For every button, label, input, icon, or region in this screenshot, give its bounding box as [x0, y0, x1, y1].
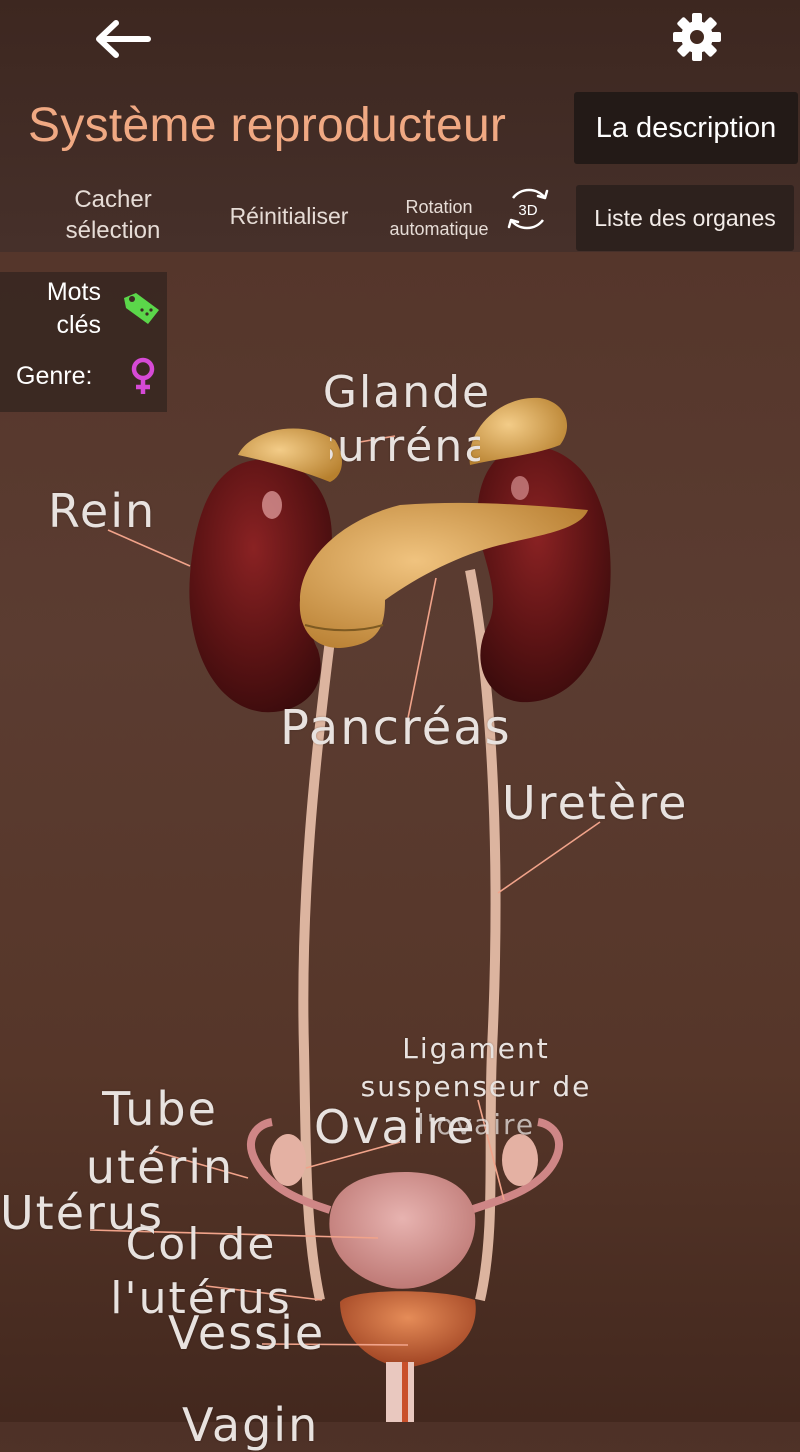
- organ-list-button[interactable]: Liste des organes: [576, 185, 794, 251]
- side-panel: Mots clés Genre:: [0, 272, 167, 412]
- label-adrenal-gland-line2: surrénale: [312, 421, 537, 472]
- ureter-right: [465, 569, 501, 1302]
- label-cervix-line2: l'utérus: [110, 1273, 292, 1324]
- top-bar: Système reproducteur La description Cach…: [0, 0, 800, 252]
- auto-rotate-label-line2: automatique: [389, 219, 489, 239]
- keywords-label-line2: clés: [56, 311, 101, 339]
- label-fallopian-tube-line1: Tube: [102, 1082, 218, 1136]
- hide-selection-button[interactable]: Cacher sélection: [48, 184, 178, 246]
- label-uterus[interactable]: Utérus: [0, 1186, 165, 1240]
- rotate-3d-badge: 3D: [518, 202, 537, 219]
- label-kidney[interactable]: Rein: [48, 484, 157, 538]
- page-title: Système reproducteur: [28, 99, 507, 152]
- pancreas: [299, 502, 588, 648]
- label-vagina[interactable]: Vagin: [182, 1398, 320, 1452]
- kidney-right: [477, 445, 611, 703]
- kidney-left: [189, 459, 332, 713]
- gender-toggle[interactable]: [128, 356, 158, 398]
- label-pancreas[interactable]: Pancréas: [280, 700, 512, 756]
- label-fallopian-tube[interactable]: Tube utérin: [84, 1080, 236, 1196]
- label-fallopian-tube-line2: utérin: [85, 1140, 235, 1194]
- label-ureter[interactable]: Uretère: [502, 776, 689, 830]
- label-cervix[interactable]: Col de l'utérus: [108, 1218, 294, 1326]
- hide-selection-label-line2: sélection: [65, 217, 161, 244]
- gender-label: Genre:: [16, 362, 93, 390]
- label-ligament-line1: Ligament: [402, 1032, 550, 1065]
- auto-rotate-button[interactable]: Rotation automatique: [380, 196, 498, 240]
- leader-lines: [89, 435, 601, 1346]
- label-cervix-line1: Col de: [125, 1219, 277, 1270]
- back-button[interactable]: [88, 14, 158, 64]
- keywords-toggle-label[interactable]: Mots clés: [47, 276, 101, 342]
- keywords-label-line1: Mots: [46, 278, 101, 306]
- urethra: [386, 1362, 414, 1422]
- label-ligament-line2: suspenseur de: [360, 1070, 592, 1103]
- uterus: [329, 1172, 476, 1289]
- keywords-toggle[interactable]: [120, 290, 162, 326]
- rotate-3d-toggle[interactable]: 3D: [503, 184, 553, 234]
- bladder: [340, 1291, 476, 1368]
- hide-selection-label-line1: Cacher: [74, 186, 152, 213]
- arrow-left-icon: [96, 20, 151, 58]
- label-ligament[interactable]: Ligament suspenseur de l'ovaire: [350, 1030, 602, 1144]
- ovary-left: [270, 1134, 306, 1186]
- label-adrenal-gland[interactable]: Glande surrénale: [312, 366, 502, 474]
- reset-button[interactable]: Réinitialiser: [229, 203, 349, 229]
- auto-rotate-label-line1: Rotation: [405, 197, 473, 217]
- tag-icon: [124, 293, 159, 324]
- label-ovary[interactable]: Ovaire: [314, 1100, 477, 1154]
- label-ligament-line3: l'ovaire: [416, 1108, 536, 1141]
- label-adrenal-gland-line1: Glande: [322, 367, 492, 418]
- gear-icon: [673, 13, 721, 61]
- description-button[interactable]: La description: [574, 92, 798, 164]
- settings-button[interactable]: [670, 10, 724, 64]
- label-bladder[interactable]: Vessie: [168, 1306, 326, 1360]
- rotate-3d-icon: 3D: [507, 188, 549, 230]
- venus-icon: [131, 357, 155, 394]
